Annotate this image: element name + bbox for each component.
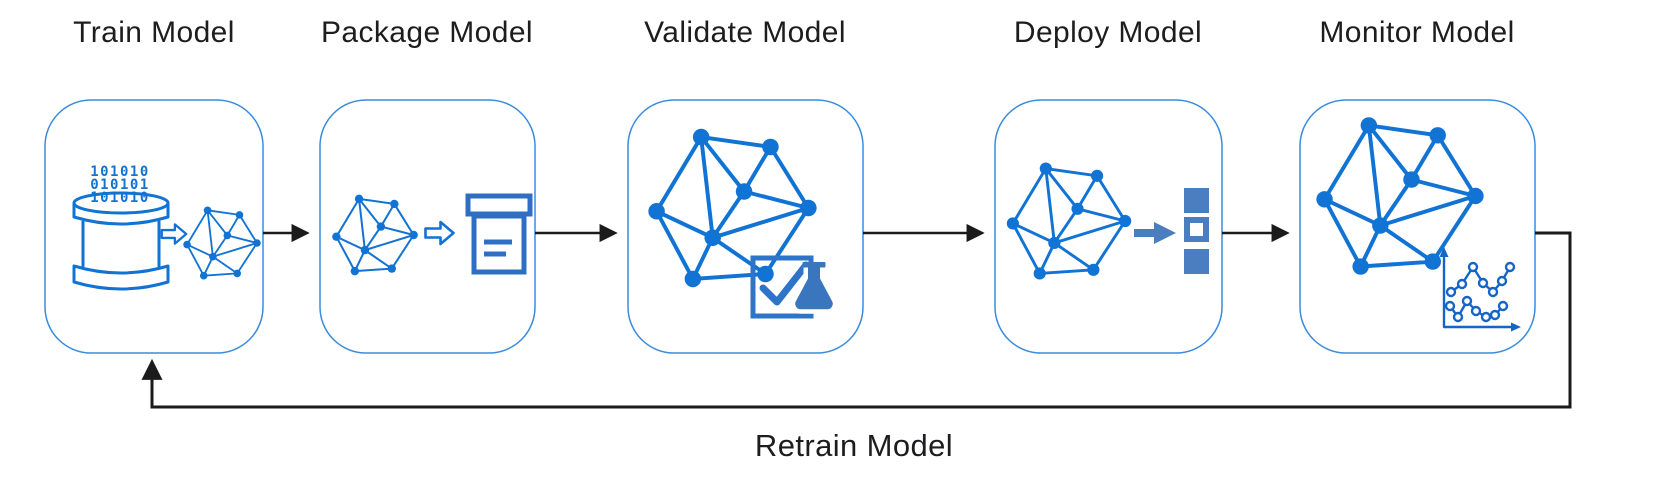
stage-title-package-model: Package Model xyxy=(321,16,533,49)
stage-box-train-model xyxy=(44,99,264,354)
stage-title-deploy-model: Deploy Model xyxy=(1013,16,1203,49)
package-box-icon xyxy=(465,193,533,275)
database-icon: 101010 010101 101010 xyxy=(72,164,170,291)
line-chart-icon xyxy=(1439,247,1521,332)
stage-title-monitor-model: Monitor Model xyxy=(1319,16,1515,49)
retrain-loop-arrow xyxy=(141,231,1572,409)
binary-row: 010101 xyxy=(90,177,150,193)
retrain-loop-label: Retrain Model xyxy=(754,428,954,463)
stage-title-validate-model: Validate Model xyxy=(644,16,846,49)
binary-row: 101010 xyxy=(90,164,150,180)
solid-arrow-right-icon xyxy=(1134,222,1176,244)
stage-box-package-model xyxy=(319,99,536,354)
flask-icon xyxy=(790,262,838,314)
stage-title-train-model: Train Model xyxy=(73,16,235,49)
stacked-squares-icon xyxy=(1184,188,1209,274)
stage-box-monitor-model xyxy=(1299,99,1536,354)
